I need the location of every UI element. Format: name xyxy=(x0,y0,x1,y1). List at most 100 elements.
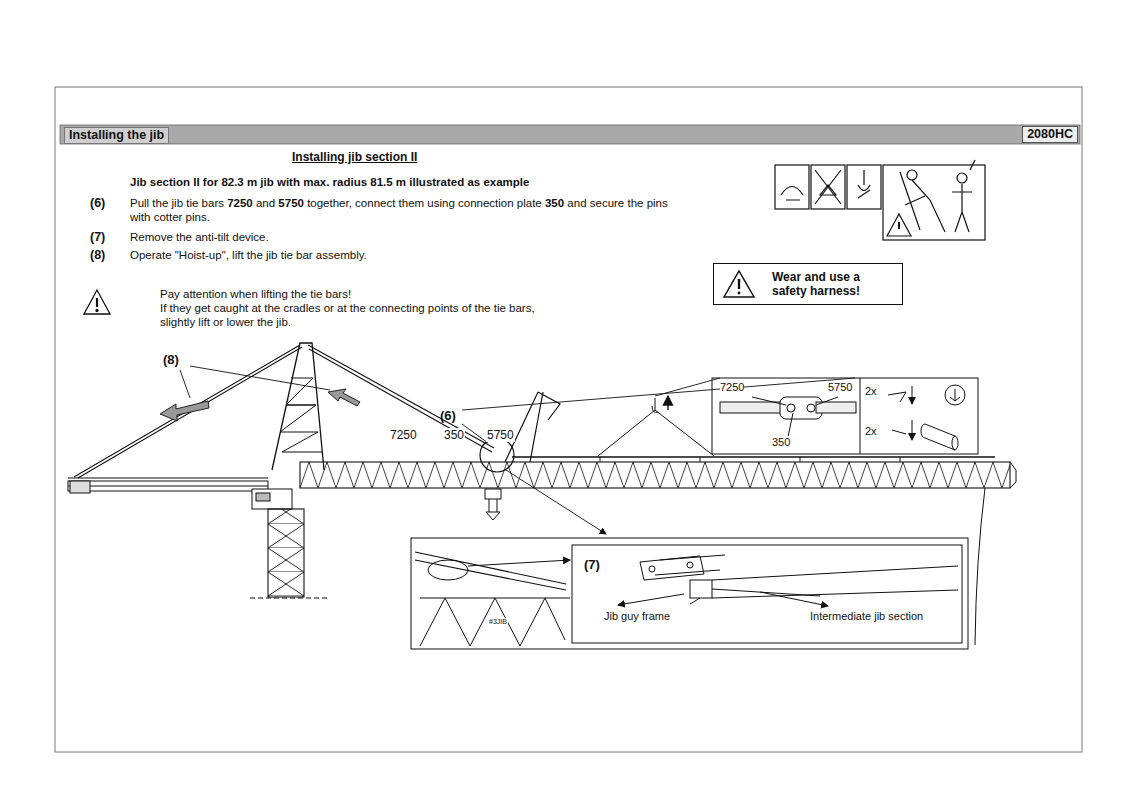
safety-icons xyxy=(952,160,975,232)
leader-line xyxy=(462,424,488,443)
detail-drawing xyxy=(428,560,468,580)
model-code: 2080HC xyxy=(1022,126,1078,143)
safety-icons xyxy=(781,187,803,201)
page-frame xyxy=(55,87,1082,752)
detail-drawing xyxy=(690,580,712,598)
detail-drawing xyxy=(712,378,978,454)
crane-drawing xyxy=(975,488,985,645)
part-number: 350 xyxy=(443,428,465,442)
detail-drawing xyxy=(921,424,955,450)
safety-icons xyxy=(887,214,911,236)
detail-drawing xyxy=(760,592,828,606)
safety-icons xyxy=(775,160,985,240)
safety-icons xyxy=(957,173,967,183)
detail-drawing xyxy=(952,436,958,450)
part-number: 5750 xyxy=(486,428,515,442)
crane-drawing xyxy=(598,410,714,456)
part-marking: #3JIB xyxy=(488,618,508,626)
safety-icons xyxy=(815,170,841,204)
warning-box: Wear and use a safety harness! xyxy=(713,263,903,305)
detail-drawing xyxy=(649,566,655,572)
safety-icons xyxy=(900,172,945,232)
part-label: Intermediate jib section xyxy=(810,610,923,623)
part-label: 5750 xyxy=(828,381,852,394)
part-label: 350 xyxy=(772,436,790,449)
page-title: Installing the jib xyxy=(64,127,169,144)
callout-number: (6) xyxy=(440,408,456,424)
leader-line xyxy=(180,366,855,534)
detail-inset: (7) Jib guy frame Intermediate jib section xyxy=(572,545,962,643)
warning-note: If they get caught at the cradles or at … xyxy=(160,302,560,330)
crane-drawing xyxy=(485,489,501,499)
step-number: (8) xyxy=(90,248,105,263)
callout-number: (8) xyxy=(163,352,179,368)
safety-icons xyxy=(907,170,917,180)
safety-icons xyxy=(811,165,845,209)
crane-drawing xyxy=(512,456,995,457)
detail-drawing xyxy=(687,562,693,568)
part-label: 2x xyxy=(865,425,877,438)
crane-drawing xyxy=(486,499,500,520)
safety-icons xyxy=(847,165,881,209)
detail-drawing xyxy=(411,538,968,649)
part-label: 2x xyxy=(865,385,877,398)
warning-symbol xyxy=(84,290,110,314)
crane-drawing xyxy=(252,489,292,509)
leader-line xyxy=(506,470,606,534)
step-text: Pull the jib tie bars 7250 and 5750 toge… xyxy=(130,197,685,225)
detail-drawing xyxy=(640,556,704,580)
warning-symbol xyxy=(738,279,740,289)
detail-drawing xyxy=(655,555,725,575)
crane-drawing xyxy=(250,598,330,599)
detail-drawing xyxy=(945,385,965,405)
motion-arrow xyxy=(328,389,360,406)
warning-symbol xyxy=(96,310,98,312)
safety-icons xyxy=(858,170,870,198)
detail-drawing xyxy=(690,566,958,604)
detail-drawing xyxy=(420,598,565,646)
section-heading: Installing jib section II xyxy=(292,150,417,164)
leader-line xyxy=(655,378,720,396)
leader-line xyxy=(190,366,330,390)
crane-drawing xyxy=(600,457,900,462)
crane-drawing xyxy=(268,509,304,597)
detail-drawing xyxy=(860,378,861,454)
crane-drawing xyxy=(308,345,494,452)
crane-drawing xyxy=(1010,462,1016,488)
detail-drawing xyxy=(712,378,978,454)
warning-symbol xyxy=(84,290,110,314)
header-bar xyxy=(60,125,1080,144)
detail-drawing xyxy=(888,386,912,404)
crane-drawing xyxy=(272,343,324,470)
motion-arrow xyxy=(160,389,360,421)
detail-drawing xyxy=(415,552,566,590)
step-number: (7) xyxy=(90,230,105,245)
warning-text: Wear and use a safety harness! xyxy=(772,270,890,299)
motion-arrow xyxy=(160,401,209,421)
warning-symbol xyxy=(720,267,760,301)
callout-number: (7) xyxy=(584,557,600,573)
crane-drawing xyxy=(68,343,1016,645)
detail-drawing xyxy=(788,413,793,437)
warning-symbol xyxy=(738,292,741,295)
detail-drawing xyxy=(807,404,815,412)
header-bar xyxy=(60,125,1080,144)
part-label: Jib guy frame xyxy=(604,610,670,623)
crane-drawing xyxy=(256,493,270,501)
safety-icons xyxy=(775,165,809,209)
detail-drawing xyxy=(720,402,786,413)
warning-symbol xyxy=(724,271,754,297)
crane-drawing xyxy=(667,396,668,410)
detail-drawing xyxy=(787,404,795,412)
safety-icons xyxy=(898,222,900,229)
detail-drawing xyxy=(572,545,962,643)
step-number: (6) xyxy=(90,196,105,211)
crane-drawing xyxy=(480,438,514,472)
part-number: 7250 xyxy=(389,428,418,442)
safety-icons xyxy=(883,165,985,240)
warning-symbol xyxy=(96,298,98,307)
crane-drawing xyxy=(280,378,322,452)
step-text: Operate "Hoist-up", lift the jib tie bar… xyxy=(130,249,367,263)
header-bar xyxy=(60,125,1080,144)
